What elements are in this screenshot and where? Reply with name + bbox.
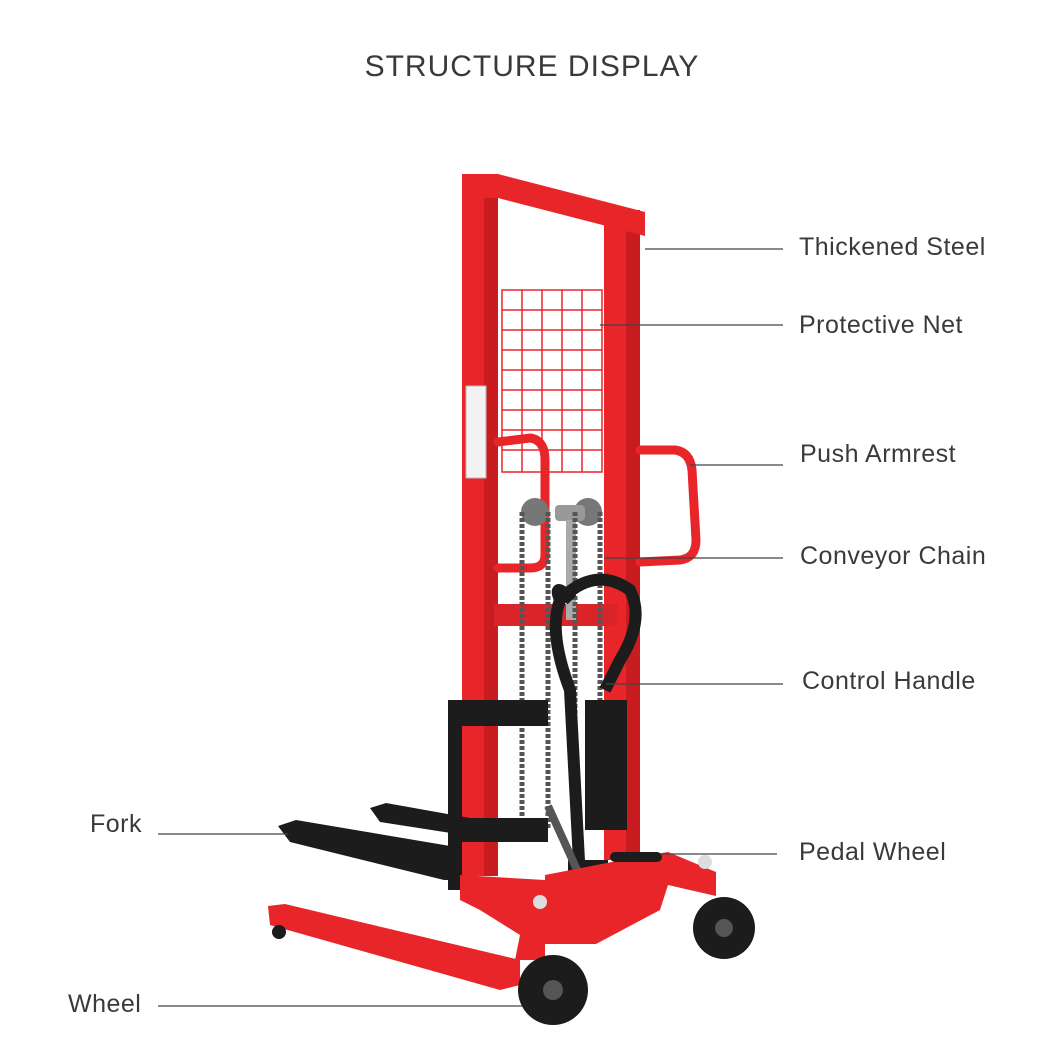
label-fork: Fork [90,810,142,838]
label-conveyor-chain: Conveyor Chain [800,542,987,570]
forks [278,803,470,880]
label-thickened-steel: Thickened Steel [799,233,986,261]
label-pedal-wheel: Pedal Wheel [799,838,947,866]
wheels [272,897,755,1025]
label-protective-net: Protective Net [799,311,964,339]
leader-lines [158,248,783,1007]
label-control-handle: Control Handle [802,667,976,695]
label-push-armrest: Push Armrest [800,440,957,468]
base [268,852,716,990]
warning-sticker [465,385,487,479]
protective-net [501,289,603,473]
label-wheel: Wheel [68,990,142,1018]
fork-carriage [448,700,548,890]
page-title: STRUCTURE DISPLAY [364,50,700,83]
